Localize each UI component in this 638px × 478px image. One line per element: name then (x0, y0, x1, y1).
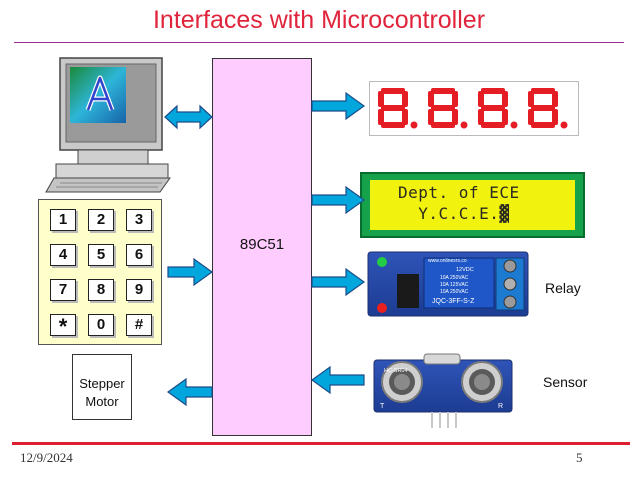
keypad-key: 7 (50, 279, 76, 301)
decimal-point (510, 121, 518, 129)
segment (478, 91, 484, 107)
segment (402, 109, 408, 125)
keypad-key: 4 (50, 244, 76, 266)
lcd-line-2: Y.C.C.E.▓ (398, 204, 510, 223)
slide-title: Interfaces with Microcontroller (152, 6, 486, 34)
segment (381, 88, 405, 94)
segment (502, 91, 508, 107)
relay-board-text: JQC-3FF-S-Z (432, 298, 475, 305)
segment (481, 88, 505, 94)
relay-module-image (367, 251, 529, 317)
relay-label: Relay (545, 280, 581, 296)
keypad-key: 3 (126, 209, 152, 231)
decimal-point (410, 121, 418, 129)
stepper-motor-block (72, 354, 132, 420)
computer-bidirectional-arrow (164, 104, 213, 130)
sensor-board-text: T (380, 403, 385, 410)
keypad-key: 2 (88, 209, 114, 231)
segment (531, 122, 555, 128)
relay-board-text: 10A 250VAC (440, 289, 469, 295)
segment (402, 91, 408, 107)
segment (528, 91, 534, 107)
segment (428, 109, 434, 125)
segment (552, 91, 558, 107)
relay-board-text: www.onlinesrs.co (428, 258, 467, 264)
segment (428, 91, 434, 107)
relay-board-text: 12VDC (456, 267, 474, 273)
footer-divider (12, 442, 630, 445)
segment (528, 109, 534, 125)
decimal-point (560, 121, 568, 129)
segment (478, 109, 484, 125)
sensor-label: Sensor (543, 374, 588, 390)
seven-segment-digit (528, 88, 568, 129)
segment (431, 122, 455, 128)
segment (378, 91, 384, 107)
microcontroller-label: 89C51 (239, 236, 285, 253)
lcd-line-1: Dept. of ECE (398, 183, 520, 202)
segment (531, 88, 555, 94)
segment (378, 109, 384, 125)
microcontroller-block (212, 58, 312, 436)
seven-segment-digits (378, 88, 568, 129)
segment (481, 122, 505, 128)
title-divider (14, 42, 624, 43)
ultrasonic-sensor-image (373, 353, 513, 428)
lcd-screen: Dept. of ECE Y.C.C.E.▓ (370, 180, 575, 230)
keypad-key: * (50, 314, 76, 339)
segment (452, 91, 458, 107)
seven-segment-digit (378, 88, 418, 129)
stepper-motor-label: Stepper (79, 376, 125, 391)
keypad-key: # (126, 314, 152, 336)
relay-output-arrow (311, 267, 366, 297)
keypad-input-arrow (167, 257, 214, 287)
segment (531, 105, 555, 111)
keypad-key: 1 (50, 209, 76, 231)
keypad-key: 9 (126, 279, 152, 301)
segment (552, 109, 558, 125)
seven-segment-output-arrow (311, 91, 366, 121)
segment (452, 109, 458, 125)
keypad-key: 0 (88, 314, 114, 336)
segment (381, 105, 405, 111)
computer-icon (45, 57, 171, 193)
relay-board-text: 10A 125VAC (440, 282, 469, 288)
page-number: 5 (576, 450, 583, 465)
segment (431, 105, 455, 111)
segment (381, 122, 405, 128)
footer-date: 12/9/2024 (20, 450, 73, 465)
keypad-key: 6 (126, 244, 152, 266)
decimal-point (460, 121, 468, 129)
segment (431, 88, 455, 94)
sensor-board-text: HC-SR04 (384, 368, 408, 374)
keypad-key: 5 (88, 244, 114, 266)
seven-segment-digit (428, 88, 468, 129)
stepper-motor-label: Motor (85, 394, 119, 409)
segment (481, 105, 505, 111)
sensor-input-arrow (310, 365, 365, 395)
segment (502, 109, 508, 125)
keypad-key: 8 (88, 279, 114, 301)
seven-segment-digit (478, 88, 518, 129)
sensor-board-text: R (498, 403, 503, 410)
relay-board-text: 10A 250VAC (440, 275, 469, 281)
stepper-output-arrow (166, 377, 213, 407)
lcd-output-arrow (311, 185, 366, 215)
